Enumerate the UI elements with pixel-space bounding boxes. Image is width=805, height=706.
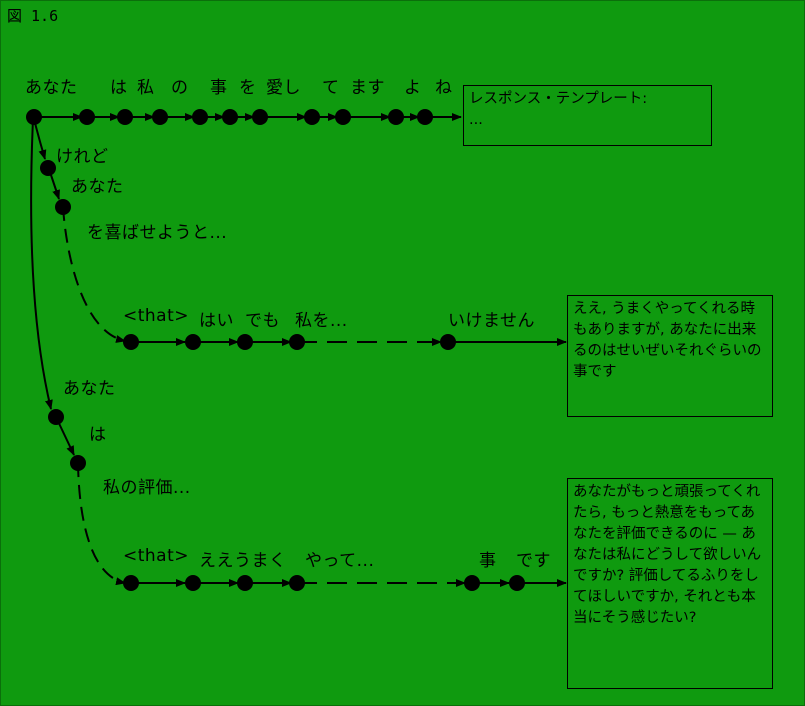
word-label: <that> bbox=[123, 546, 190, 566]
word-label: 愛し bbox=[266, 78, 301, 98]
word-label: いけません bbox=[448, 311, 535, 331]
node bbox=[152, 109, 168, 125]
figure-label: 図 1.6 bbox=[7, 7, 59, 25]
node bbox=[48, 409, 64, 425]
branch-label-anata: あなた bbox=[71, 177, 124, 197]
word-label: 事 bbox=[479, 551, 497, 571]
word-label: 事 bbox=[210, 78, 228, 98]
word-label: ええうまく bbox=[199, 551, 287, 571]
word-label: <that> bbox=[123, 306, 190, 326]
branch-label-yorokoba: を喜ばせようと... bbox=[87, 223, 228, 243]
node bbox=[509, 575, 525, 591]
word-label: ます bbox=[350, 78, 385, 98]
word-label: はい bbox=[199, 311, 234, 331]
node bbox=[123, 334, 139, 350]
word-label: を bbox=[239, 78, 257, 98]
node bbox=[252, 109, 268, 125]
node bbox=[117, 109, 133, 125]
word-label: です bbox=[516, 551, 551, 571]
node bbox=[192, 109, 208, 125]
word-label: て bbox=[322, 78, 340, 98]
word-label: よ bbox=[404, 78, 422, 98]
node bbox=[237, 575, 253, 591]
node bbox=[289, 334, 305, 350]
node bbox=[26, 109, 42, 125]
node bbox=[335, 109, 351, 125]
nodes bbox=[26, 109, 525, 591]
response-template-box: レスポンス・テンプレート: ... bbox=[463, 85, 712, 146]
node bbox=[79, 109, 95, 125]
word-label: ね bbox=[435, 78, 453, 98]
branch-label-anata-2: あなた bbox=[63, 379, 116, 399]
node bbox=[304, 109, 320, 125]
node bbox=[40, 160, 56, 176]
word-label: の bbox=[171, 78, 189, 98]
node bbox=[464, 575, 480, 591]
response-box-branch-one: ええ, うまくやってくれる時もありますが, あなたに出来るのはせいぜいそれぐらい… bbox=[567, 295, 773, 417]
node bbox=[388, 109, 404, 125]
node bbox=[55, 199, 71, 215]
node bbox=[222, 109, 238, 125]
word-label: でも bbox=[245, 311, 280, 331]
node bbox=[440, 334, 456, 350]
node bbox=[237, 334, 253, 350]
branch-label-hyouka: 私の評価... bbox=[103, 478, 191, 498]
node bbox=[289, 575, 305, 591]
word-label: 私を... bbox=[295, 311, 348, 331]
response-box-branch-two: あなたがもっと頑張ってくれたら, もっと熱意をもってあなたを評価できるのに — … bbox=[567, 478, 773, 689]
branch-label-wa: は bbox=[89, 425, 107, 445]
node bbox=[185, 334, 201, 350]
node bbox=[123, 575, 139, 591]
branch-label-keredo: けれど bbox=[56, 147, 109, 167]
node bbox=[185, 575, 201, 591]
word-label: 私 bbox=[137, 78, 155, 98]
node bbox=[417, 109, 433, 125]
word-label: やって... bbox=[305, 551, 375, 571]
node bbox=[70, 455, 86, 471]
word-label: は bbox=[110, 78, 128, 98]
word-label: あなた bbox=[25, 78, 78, 98]
